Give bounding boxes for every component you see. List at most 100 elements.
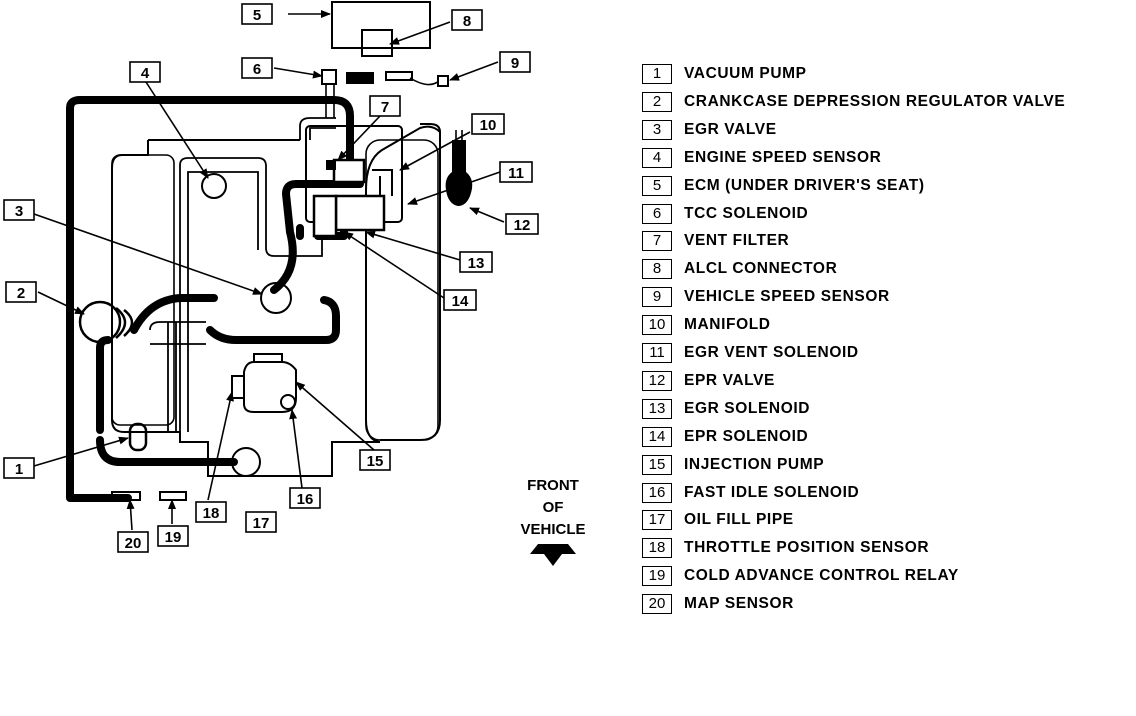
- callout-9: 9: [499, 51, 531, 73]
- leader-6: [273, 67, 323, 79]
- callout-19: 19: [157, 525, 189, 547]
- legend-item-label: VACUUM PUMP: [684, 65, 807, 82]
- legend-item-number: 5: [642, 175, 672, 196]
- front-label-line-1: FRONT: [527, 477, 579, 494]
- legend-item-number: 8: [642, 259, 672, 280]
- vent-filter-cap: [326, 160, 336, 170]
- speed-sensor-wire: [409, 77, 441, 86]
- svg-text:5: 5: [253, 7, 261, 24]
- vacuum-pump-hose: [96, 336, 238, 466]
- legend-item-label: INJECTION PUMP: [684, 455, 825, 473]
- legend-item-number: 10: [642, 315, 672, 336]
- legend-item-18: 18 THROTTLE POSITION SENSOR: [642, 536, 929, 560]
- fast-idle-solenoid-body: [280, 394, 296, 410]
- egr-vent-solenoid-body: [334, 194, 386, 232]
- svg-text:6: 6: [253, 61, 261, 78]
- leader-3: [33, 213, 263, 295]
- svg-text:16: 16: [297, 491, 314, 508]
- legend-item-label: ECM (UNDER DRIVER'S SEAT): [684, 176, 925, 194]
- callout-1: 1: [3, 457, 35, 479]
- svg-text:3: 3: [15, 203, 23, 220]
- legend-item-number: 7: [642, 231, 672, 252]
- svg-text:8: 8: [463, 13, 471, 30]
- legend-item-number: 14: [642, 426, 672, 447]
- legend-item-7: 7 VENT FILTER: [642, 229, 789, 253]
- vacuum-pump-body: [128, 422, 148, 452]
- callout-2: 2: [5, 281, 37, 303]
- legend-item-label: VENT FILTER: [684, 232, 790, 250]
- leader-10: [399, 131, 471, 171]
- map-sensor-body: [111, 491, 141, 501]
- svg-text:10: 10: [480, 117, 497, 134]
- svg-text:19: 19: [165, 529, 182, 546]
- epr-valve: [445, 140, 473, 206]
- legend-item-label: EGR VENT SOLENOID: [684, 344, 859, 361]
- legend-item-number: 16: [642, 482, 672, 503]
- leader-11: [407, 171, 501, 205]
- injection-pump-top: [253, 353, 283, 363]
- callout-11: 11: [499, 161, 533, 183]
- svg-text:17: 17: [253, 515, 270, 532]
- leader-1: [33, 436, 129, 467]
- callout-13: 13: [459, 251, 493, 273]
- legend-item-number: 13: [642, 398, 672, 419]
- vacuum-line-crossover: [149, 321, 206, 345]
- vacuum-line-top: [299, 117, 336, 140]
- callout-5: 5: [241, 3, 273, 25]
- legend-item-label: OIL FILL PIPE: [684, 511, 794, 529]
- svg-text:15: 15: [367, 453, 384, 470]
- leader-9: [449, 61, 499, 81]
- legend-item-16: 16 FAST IDLE SOLENOID: [642, 481, 859, 505]
- cdr-valve-body: [78, 300, 122, 344]
- legend-item-number: 2: [642, 91, 672, 112]
- cold-advance-relay-body: [159, 491, 187, 501]
- cdr-valve-rings: [115, 307, 134, 339]
- legend-item-13: 13 EGR SOLENOID: [642, 397, 810, 421]
- legend-item-label: EGR VALVE: [684, 120, 777, 138]
- svg-text:7: 7: [381, 99, 389, 116]
- callout-16: 16: [289, 487, 321, 509]
- engine-drawing: [66, 1, 473, 502]
- legend-item-number: 1: [642, 64, 672, 84]
- legend-item-label: CRANKCASE DEPRESSION REGULATOR VALVE: [684, 92, 1066, 110]
- svg-text:20: 20: [125, 535, 142, 552]
- callout-14: 14: [443, 289, 477, 311]
- legend-item-number: 4: [642, 147, 672, 168]
- vehicle-speed-sensor-body: [437, 75, 449, 87]
- leader-2: [37, 291, 85, 315]
- legend-item-5: 5 ECM (UNDER DRIVER'S SEAT): [642, 174, 925, 198]
- legend-item-label: MAP SENSOR: [684, 595, 794, 613]
- legend-item-label: TCC SOLENOID: [684, 204, 809, 222]
- tcc-solenoid-body: [321, 69, 337, 85]
- callout-12: 12: [505, 213, 539, 235]
- legend-item-number: 17: [642, 510, 672, 531]
- svg-text:18: 18: [203, 505, 220, 522]
- throttle-position-sensor-body: [231, 375, 245, 399]
- svg-text:13: 13: [468, 255, 485, 272]
- callout-6: 6: [241, 57, 273, 79]
- callout-4: 4: [129, 61, 161, 83]
- svg-text:4: 4: [141, 65, 150, 82]
- egr-valve-body: [260, 282, 292, 314]
- leader-4: [145, 81, 209, 179]
- legend-item-label: THROTTLE POSITION SENSOR: [684, 539, 930, 557]
- legend-item-label: EPR VALVE: [684, 371, 775, 389]
- callout-leaders: [33, 10, 505, 531]
- svg-text:1: 1: [15, 461, 23, 478]
- callout-8: 8: [451, 9, 483, 31]
- speed-sensor-plug: [385, 71, 413, 81]
- legend-item-label: FAST IDLE SOLENOID: [684, 483, 860, 501]
- legend-item-number: 15: [642, 454, 672, 475]
- legend-item-label: EGR SOLENOID: [684, 399, 811, 417]
- callout-10: 10: [471, 113, 505, 135]
- ecm-box: [331, 1, 431, 49]
- legend-item-number: 11: [642, 343, 672, 363]
- legend-item-17: 17 OIL FILL PIPE: [642, 508, 794, 532]
- legend-item-number: 18: [642, 538, 672, 559]
- leader-8: [389, 21, 451, 45]
